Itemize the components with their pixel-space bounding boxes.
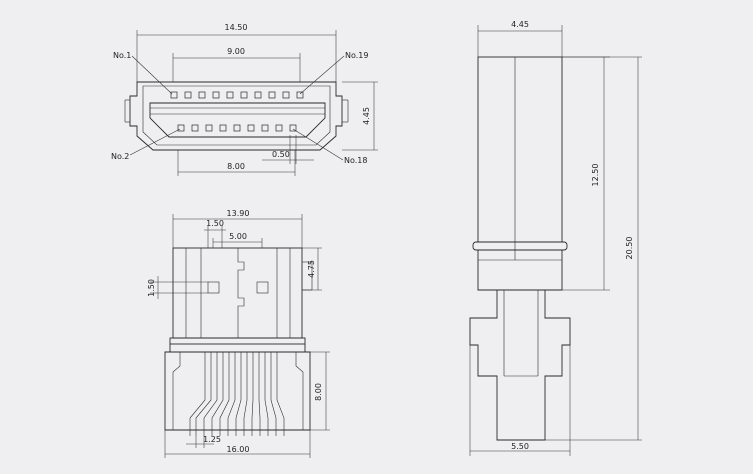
pin xyxy=(191,124,199,132)
side-upper-body xyxy=(477,56,563,243)
lead xyxy=(270,352,277,436)
label-no1: No.1 xyxy=(113,51,131,60)
side-mid-body xyxy=(477,250,563,291)
dim-9-00: 9.00 xyxy=(227,47,245,56)
dim-1-50-top: 1.50 xyxy=(206,219,224,228)
dim-5-00: 5.00 xyxy=(229,232,247,241)
side-lower-body xyxy=(469,290,571,441)
side-view: 4.45 12.50 20.50 5.50 xyxy=(469,20,642,456)
dim-4-45-side: 4.45 xyxy=(511,20,529,29)
pin xyxy=(212,91,220,99)
front-view: 14.50 9.00 xyxy=(111,23,378,176)
dim-16-00: 16.00 xyxy=(227,445,250,454)
dim-5-50: 5.50 xyxy=(511,442,529,451)
lead xyxy=(203,352,218,436)
label-no18: No.18 xyxy=(344,156,367,165)
pin xyxy=(240,91,248,99)
lead xyxy=(251,352,254,436)
lead xyxy=(219,352,230,436)
dim-20-50: 20.50 xyxy=(625,237,634,260)
front-body-outline xyxy=(129,81,343,151)
peg-hole-right xyxy=(256,281,269,294)
pin xyxy=(177,124,185,132)
dim-1-25: 1.25 xyxy=(203,435,221,444)
pin xyxy=(261,124,269,132)
peg-hole-left xyxy=(207,281,220,294)
pin xyxy=(275,124,283,132)
lead xyxy=(227,352,236,436)
pin xyxy=(296,91,304,99)
bottom-pin-row xyxy=(177,124,297,132)
label-no2: No.2 xyxy=(111,152,129,161)
dim-1-50-left: 1.50 xyxy=(147,279,156,297)
dim-0-50: 0.50 xyxy=(272,150,290,159)
side-band xyxy=(472,241,568,251)
dim-14-50: 14.50 xyxy=(225,23,248,32)
front-shell-inner xyxy=(142,85,331,146)
lead xyxy=(195,352,212,436)
lead xyxy=(211,352,224,436)
top-pin-row xyxy=(170,91,304,99)
pin xyxy=(254,91,262,99)
pin xyxy=(268,91,276,99)
leads-frame xyxy=(164,351,311,431)
pin xyxy=(247,124,255,132)
pin xyxy=(198,91,206,99)
lead xyxy=(243,352,248,436)
center-key xyxy=(237,248,245,338)
dim-13-90: 13.90 xyxy=(227,209,250,218)
pin xyxy=(226,91,234,99)
lead xyxy=(276,352,285,436)
shell-leg-left xyxy=(172,352,181,430)
dim-4-45: 4.45 xyxy=(362,107,371,125)
pin xyxy=(289,124,297,132)
lead xyxy=(235,352,242,436)
pin xyxy=(282,91,290,99)
dim-8-00-leads: 8.00 xyxy=(314,383,323,401)
dim-8-00: 8.00 xyxy=(227,162,245,171)
pin xyxy=(233,124,241,132)
flange xyxy=(169,337,306,345)
bottom-view: 13.90 1.50 5.00 4.75 1.50 xyxy=(147,209,330,458)
lead-group xyxy=(189,352,285,436)
pin xyxy=(184,91,192,99)
lead xyxy=(258,352,261,436)
pin xyxy=(219,124,227,132)
lead xyxy=(189,352,206,436)
lead xyxy=(264,352,269,436)
dim-12-50: 12.50 xyxy=(591,164,600,187)
pin xyxy=(205,124,213,132)
label-no19: No.19 xyxy=(345,51,368,60)
pin xyxy=(170,91,178,99)
dim-4-75: 4.75 xyxy=(307,260,316,278)
shell-leg-right xyxy=(295,352,304,430)
